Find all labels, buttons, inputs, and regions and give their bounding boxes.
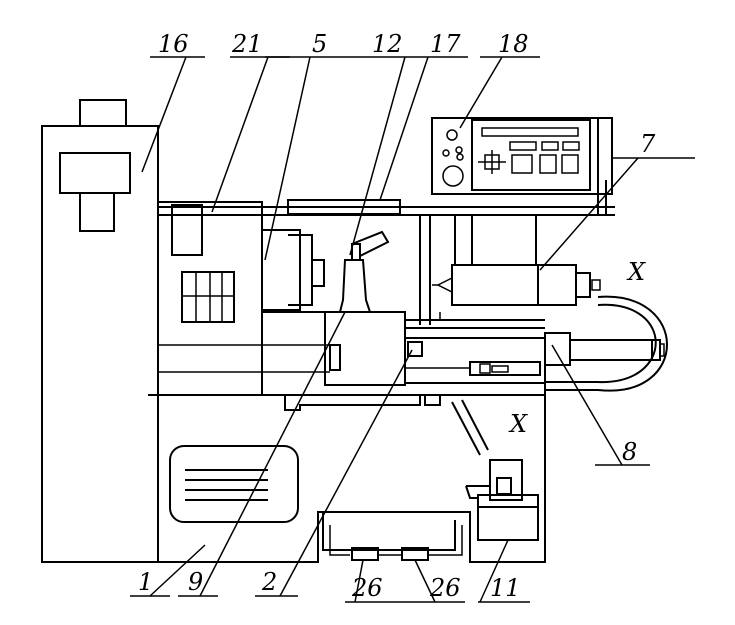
callout-labels: 16 21 5 12 17 18 7 8 1 9 2 26 26 11 X X — [138, 30, 656, 602]
callout-26a: 26 — [351, 574, 383, 602]
tool-probe — [432, 264, 601, 306]
callout-8: 8 — [622, 438, 637, 466]
leader-lines — [130, 56, 695, 603]
axis-label-x-lower: X — [508, 410, 528, 438]
machine-bed — [148, 394, 546, 563]
callout-1: 1 — [138, 568, 153, 596]
axis-label-x-upper: X — [626, 258, 646, 286]
left-cabinet — [41, 99, 159, 563]
spindle-chuck — [262, 229, 330, 313]
callout-9: 9 — [188, 568, 203, 596]
coolant-tray — [322, 512, 463, 561]
callout-5: 5 — [312, 30, 327, 58]
chip-conveyor — [451, 399, 539, 541]
top-rail — [158, 199, 615, 325]
callout-2: 2 — [261, 568, 277, 596]
tool-post — [338, 230, 390, 313]
callout-21: 21 — [231, 30, 263, 58]
callout-12: 12 — [372, 30, 403, 58]
callout-7: 7 — [640, 130, 656, 158]
callout-26b: 26 — [429, 574, 461, 602]
tailstock — [404, 332, 665, 395]
column-support — [454, 214, 537, 266]
cable-loop — [545, 295, 668, 392]
control-panel — [431, 117, 613, 215]
callout-17: 17 — [430, 30, 461, 58]
callout-18: 18 — [498, 30, 529, 58]
callout-11: 11 — [490, 574, 521, 602]
headstock — [157, 201, 330, 396]
callout-16: 16 — [158, 30, 189, 58]
